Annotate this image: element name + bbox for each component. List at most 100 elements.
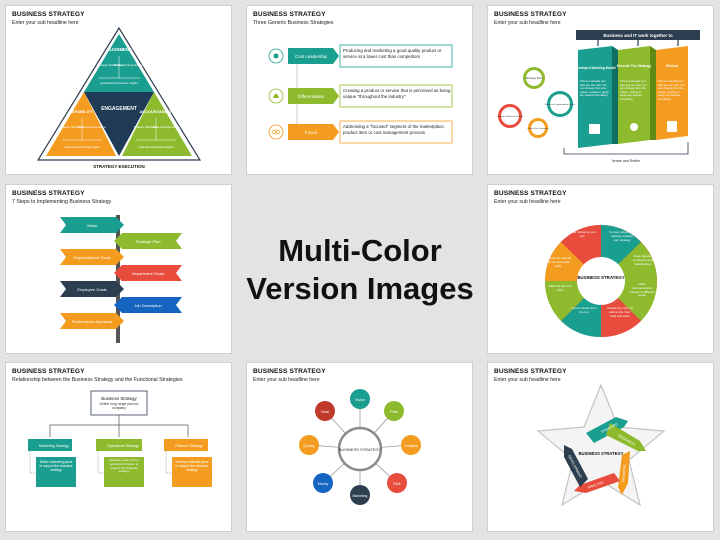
- star-diagram: STANDARD RESEARCH FINANCIAL ANALYSIS DEV…: [536, 383, 666, 507]
- triangle-outline: [36, 26, 202, 161]
- differentiation-tag: [288, 88, 339, 104]
- arrow-financial: [618, 451, 630, 495]
- gear-label-1: Business Organizational Goals: [545, 103, 576, 106]
- label-t1: Strategic Clarification: [97, 63, 124, 67]
- step-label-3: Department Goals: [132, 271, 164, 276]
- hub-node-label-4: Marketing: [353, 494, 368, 498]
- hub-node-7: [315, 401, 335, 421]
- center-heading-line2: Version Images: [246, 271, 474, 306]
- gear-label-3: Deliver the Outcomes: [527, 127, 549, 130]
- hub-node-1: [384, 401, 404, 421]
- row-label-2: Focus: [305, 130, 318, 135]
- step-sign-4: [60, 281, 124, 297]
- center-heading-line1: Multi-Color: [278, 233, 442, 268]
- slide-thumbnail-seven-steps[interactable]: Vision Strategic Plan Organizational Goa…: [5, 184, 232, 354]
- slide-title: BUSINESS STRATEGY: [12, 190, 85, 197]
- slide-subtitle: 7 Steps to Implementing Business Strateg…: [12, 199, 112, 205]
- segment-text-7: Be as honest as you can: [568, 231, 596, 238]
- panel-2: [656, 46, 688, 140]
- step-label-4: Employee Goals: [77, 287, 106, 292]
- slide-subtitle: Relationship between the Business Strate…: [12, 377, 183, 383]
- slide-thumbnail-circular[interactable]: BUSINESS STRATEGY Convey corporate's fee…: [487, 184, 714, 354]
- gear-label-0: Strategy Plan: [526, 76, 543, 80]
- triangle-center-segment: [84, 92, 154, 156]
- slide-subtitle: Enter your sub headline here: [253, 377, 320, 383]
- banner-bar: [576, 30, 700, 40]
- generic-strategies-diagram: Cost Leadership Producing and marketing …: [268, 44, 453, 144]
- step-sign-0: [60, 217, 124, 233]
- label-execution: STRATEGY EXECUTION: [93, 164, 145, 169]
- hub-node-2: [401, 435, 421, 455]
- cost-leadership-tag: [288, 48, 339, 64]
- label-engagement: ENGAGEMENT: [101, 106, 137, 112]
- slide-subtitle: Enter your sub headline here: [12, 20, 79, 26]
- panel-0: [578, 46, 612, 148]
- arrow-label-3: ANALYSIS: [587, 480, 604, 489]
- top-box-text: Define long range plan for company: [99, 402, 139, 411]
- panel-text-0: This is a sample text that you can edit.…: [580, 80, 609, 98]
- box-text-0: Define marketing plans to support the bu…: [39, 460, 73, 472]
- label-t2: Roles and Expectations: [114, 63, 144, 67]
- banner-text: Business and IT work together to: [603, 33, 673, 38]
- footer-text: Iterate and Refine: [612, 159, 641, 163]
- slide-subtitle: Three Generic Business Strategies: [253, 20, 334, 26]
- arrow-label-2: FINANCIAL: [621, 464, 627, 482]
- slide-subtitle: Enter your sub headline here: [494, 377, 561, 383]
- slide-thumbnail-triangle[interactable]: ALIGNMENT Strategic Clarification Roles …: [5, 5, 232, 175]
- segment-text-6: Provide the rational and communicate ear…: [545, 257, 571, 268]
- slide-title: BUSINESS STRATEGY: [12, 11, 85, 18]
- panel-label-2: Review: [666, 64, 678, 68]
- arrow-analysis: [574, 473, 620, 493]
- slide-title: BUSINESS STRATEGY: [494, 190, 567, 197]
- hub-node-label-2: Analysis: [404, 444, 418, 448]
- finance-box: Finance Strategy Develop financial plans…: [164, 439, 212, 487]
- label-t5: Roles and Expectations: [78, 125, 106, 129]
- sitemap-icon: [589, 124, 600, 134]
- hub-node-label-3: Risk: [393, 482, 400, 486]
- slide-thumbnail-generic-strategies[interactable]: Cost Leadership Producing and marketing …: [246, 5, 473, 175]
- coins-icon: [268, 48, 284, 64]
- panel-1: [618, 46, 650, 144]
- row-text-1: Creating a product or service that is pe…: [343, 88, 451, 99]
- slide-thumbnail-functional[interactable]: Business Strategy Define long range plan…: [5, 362, 232, 532]
- slide-thumbnail-hub[interactable]: BUSINESS STRATEGY Vision Plan Analysis R…: [246, 362, 473, 532]
- eye-icon: [268, 124, 284, 140]
- panel-label-0: Develop a Working Model: [574, 66, 615, 70]
- arrow-development: [564, 445, 588, 487]
- slide-thumbnail-star[interactable]: STANDARD RESEARCH FINANCIAL ANALYSIS DEV…: [487, 362, 714, 532]
- hub-center-label: BUSINESS STRATEGY: [339, 447, 382, 452]
- slide-thumbnail-business-it[interactable]: Business and IT work together to Develop…: [487, 5, 714, 175]
- panel-text-2: This is a sample text that you can edit.…: [658, 80, 685, 101]
- gear-icon: [630, 123, 638, 131]
- slide-title: BUSINESS STRATEGY: [253, 368, 326, 375]
- arrow-research: [606, 423, 646, 451]
- hub-center: [337, 426, 383, 472]
- marketing-box: Marketing Strategy Define marketing plan…: [28, 439, 76, 487]
- segment-text-1: Keep Hands / employees and stakeholders: [632, 255, 654, 266]
- gear-label-2: Insights & Business Needs: [497, 115, 524, 118]
- row-text-2: Addressing a "focused" segment of the ma…: [343, 124, 445, 135]
- hub-node-0: [350, 389, 370, 409]
- row-text-0: Producing and marketing a good quality p…: [343, 48, 442, 59]
- label-accountability: ACCOUNTABILITY: [139, 109, 175, 114]
- step-sign-2: [60, 249, 124, 265]
- slide-title: BUSINESS STRATEGY: [253, 11, 326, 18]
- label-t4: Strategic Clarification: [60, 125, 85, 129]
- box-label-1: Operations Strategy: [107, 444, 139, 448]
- step-label-1: Strategic Plan: [136, 239, 161, 244]
- step-label-0: Vision: [87, 223, 98, 228]
- hub-node-4: [350, 485, 370, 505]
- label-t9: Goal-Directed Decision Rights: [139, 145, 174, 149]
- label-capability: CAPABILITY: [69, 109, 93, 114]
- step-sign-3: [114, 265, 182, 281]
- panel-label-1: Execute The Strategy: [617, 64, 652, 68]
- slide-title: BUSINESS STRATEGY: [12, 368, 85, 375]
- clipboard-icon: [667, 121, 677, 132]
- hub-node-5: [313, 473, 333, 493]
- segment-text-2: Make Communication relevant to different…: [629, 283, 655, 298]
- label-t8: Roles and Expectations: [152, 125, 180, 129]
- box-label-2: Finance Strategy: [175, 444, 202, 448]
- step-sign-1: [114, 233, 182, 249]
- hub-diagram: BUSINESS STRATEGY Vision Plan Analysis R…: [299, 389, 421, 505]
- triangle-diagram: ALIGNMENT Strategic Clarification Roles …: [36, 26, 202, 169]
